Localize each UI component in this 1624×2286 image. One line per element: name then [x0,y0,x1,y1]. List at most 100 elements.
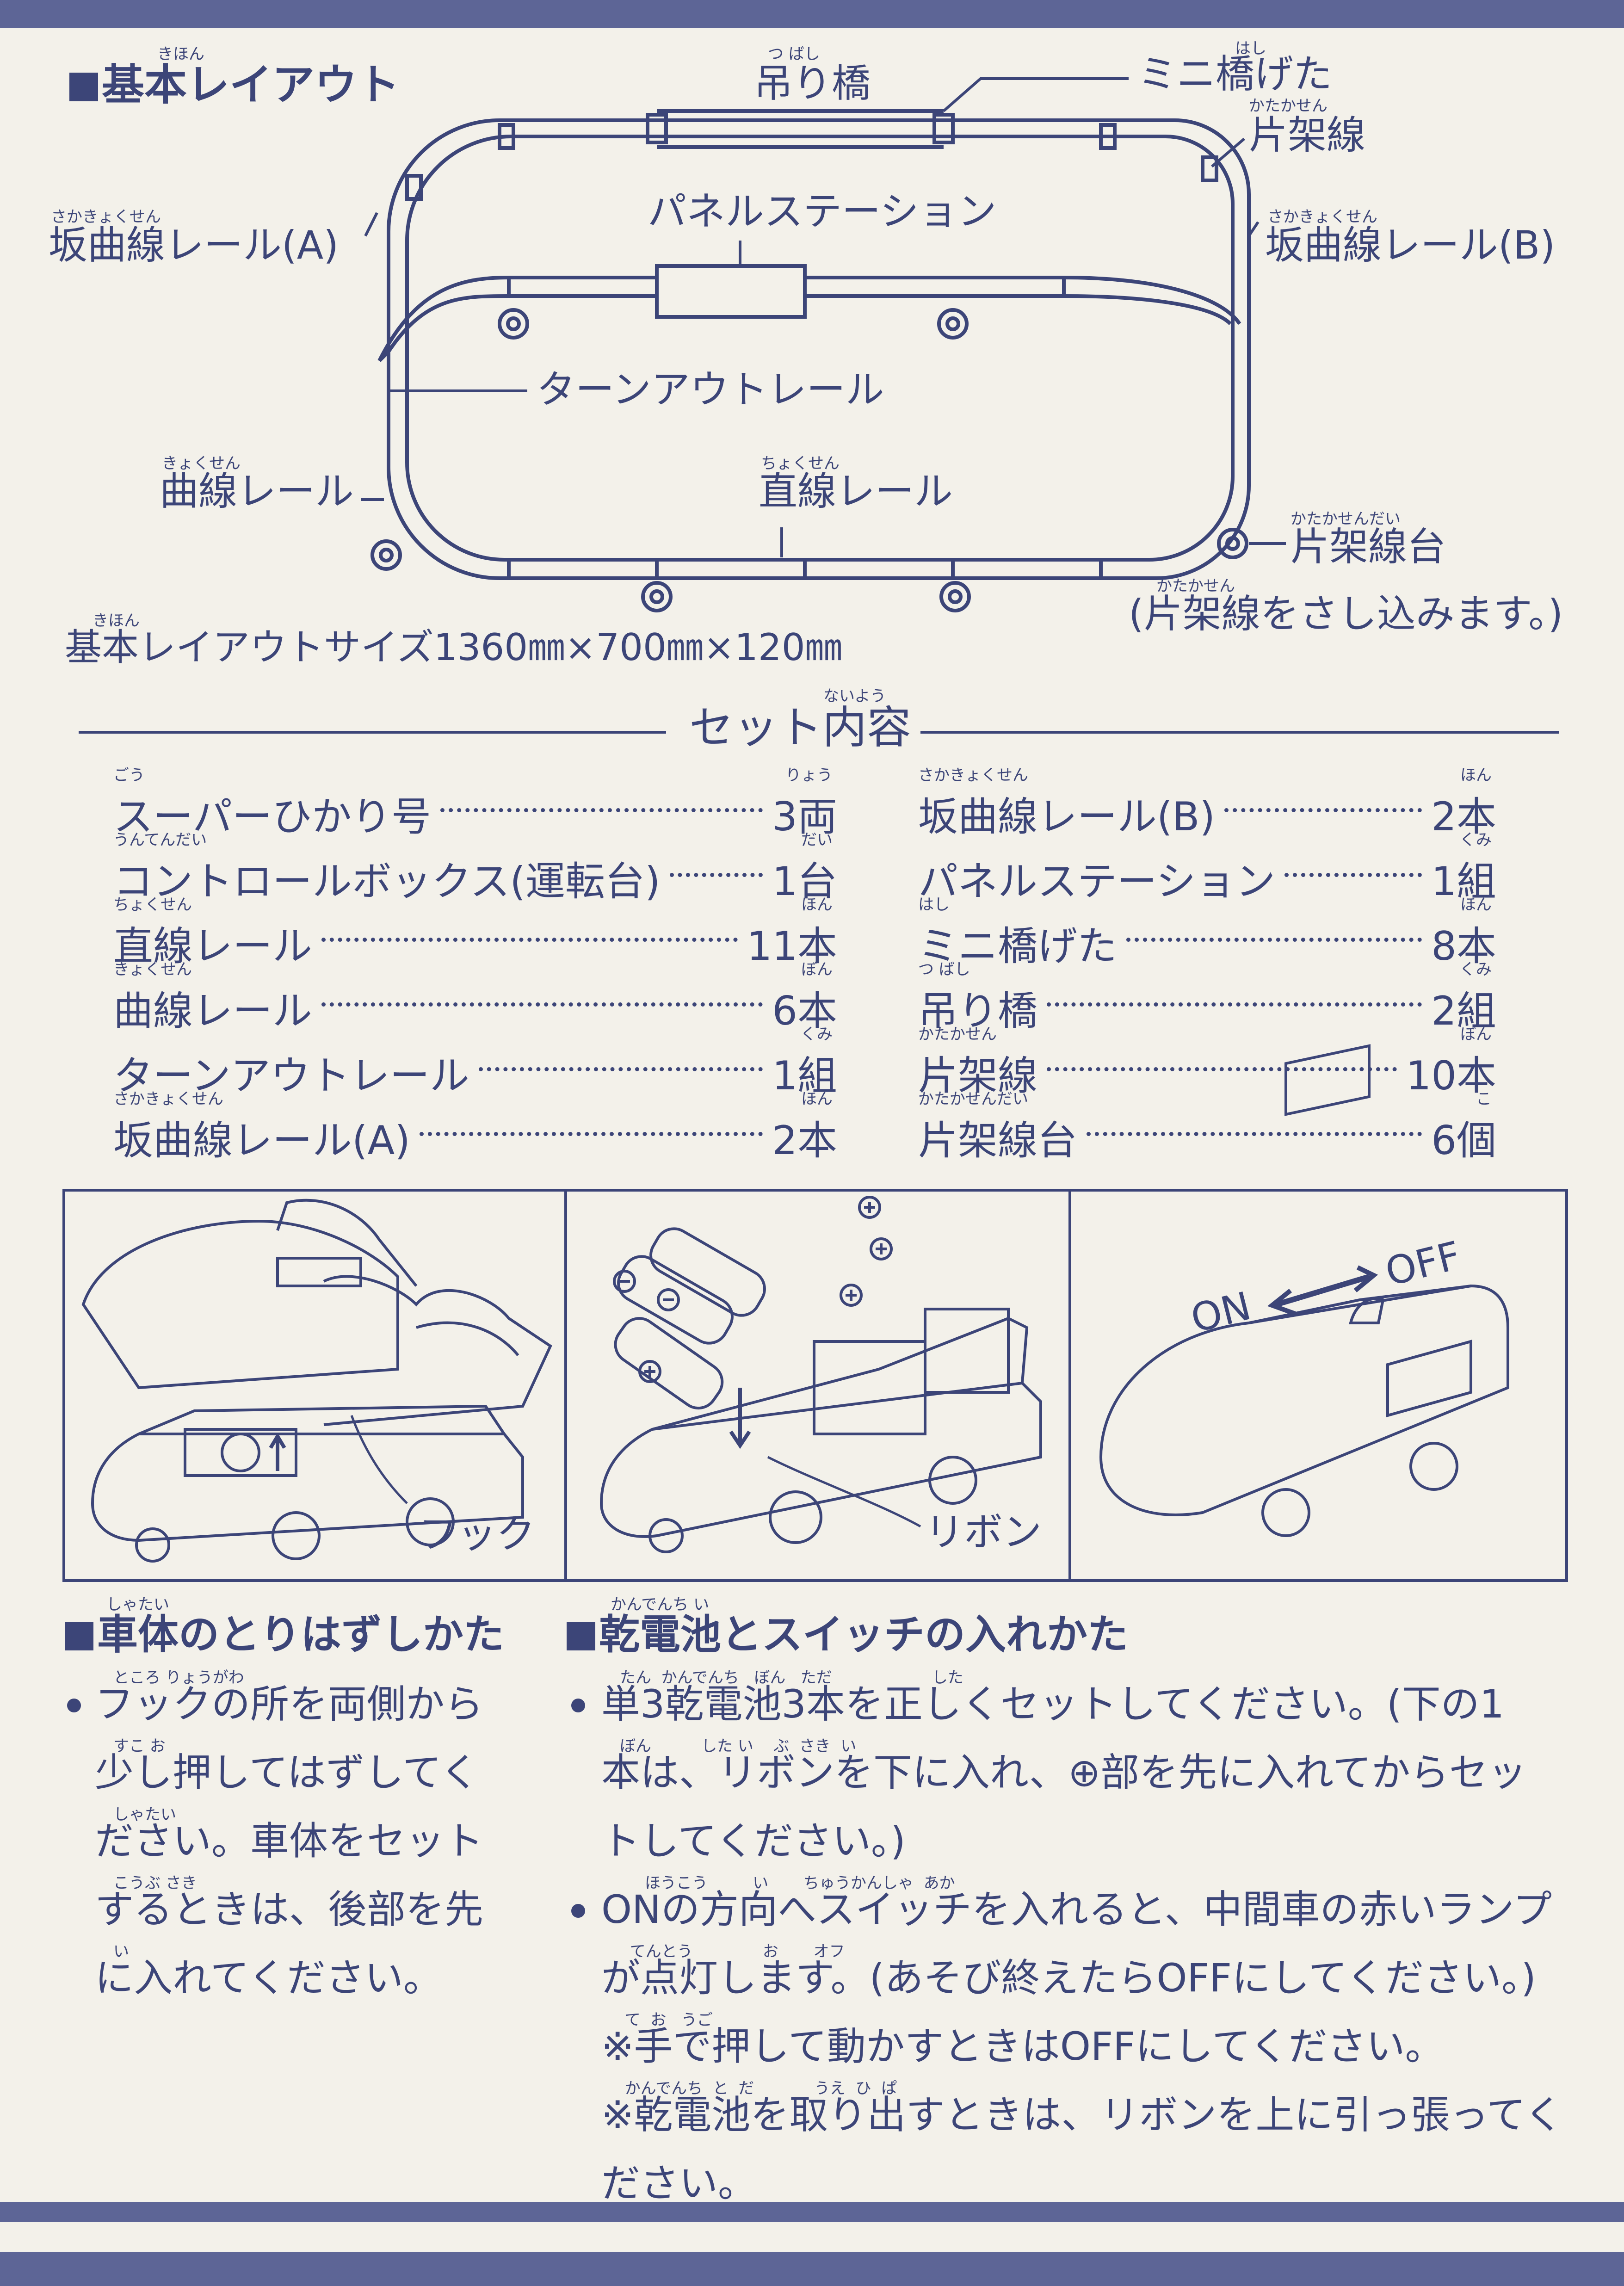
leader-dots [1224,808,1422,812]
illustrations [81,1044,1509,1563]
label-katakasen-note-ruby: かたかせん [1156,577,1235,595]
contents-heading-ruby: ないよう [823,687,886,705]
contents-item-qty: 6個 [1431,1118,1496,1164]
body-removal-illustration [81,1199,552,1563]
contents-item-name: スーパーひかり号 [113,794,432,840]
label-mini-hashigeta: ミニ橋げた [1138,51,1333,97]
panel-divider-2 [1068,1189,1071,1582]
label-hook: フック [419,1512,536,1557]
battery-section-title: 乾電池とスイッチの入れかた [567,1614,1128,1655]
contents-item-name: 坂曲線レール(B) [918,794,1216,840]
instruction-ruby: こうぶ さき [113,1874,197,1892]
contents-item-ruby: うんてんだい [113,831,207,849]
contents-item-ruby: かたかせんだい [918,1090,1028,1108]
instruction-line: するときは、後部を先 [95,1887,484,1932]
battery-bullet-icon-1 [571,1699,585,1712]
label-suribashi-ruby: つ ばし [768,45,820,63]
instruction-ruby: ぼん した い ぶ さき い [620,1737,857,1755]
label-katakasen-ruby: かたかせん [1249,97,1328,115]
contents-item-qty-ruby: くみ [1459,831,1492,849]
label-suribashi: 吊り橋 [754,61,871,106]
label-mini-hashigeta-ruby: はし [1235,39,1266,58]
leader-dots [670,873,763,877]
instruction-ruby: かんでんち と だ うえ ひ ぱ [620,2079,897,2098]
contents-divider-left [79,731,666,734]
contents-item-name: 坂曲線レール(A) [113,1118,410,1164]
square-bullet-icon [65,1622,93,1650]
label-kyokusen-ruby: きょくせん [162,454,241,473]
instruction-ruby: ところ りょうがわ [113,1668,244,1687]
battery-illustration [599,1196,1042,1553]
instruction-line: 少し押してはずしてく [95,1750,479,1795]
contents-item-name: 吊り橋 [918,988,1037,1034]
instruction-line: ONの方向へスイッチを入れると、中間車の赤いランプ [601,1887,1552,1932]
contents-item-qty: 2本 [1431,794,1496,840]
instruction-line: ※乾電池を取り出すときは、リボンを上に引っ張ってく [601,2092,1563,2138]
instruction-ruby: い [113,1942,129,1961]
switch-illustration [1099,1044,1509,1537]
contents-item-qty: 6本 [772,988,837,1034]
battery-bullet-icon-2 [571,1904,585,1918]
panel-divider-1 [564,1189,567,1582]
illustration-panel-frame [62,1189,1568,1582]
body-bullet-icon [67,1699,81,1712]
leader-dots [1087,1132,1422,1136]
instruction-line: ※手で押して動かすときはOFFにしてください。 [601,2024,1444,2069]
contents-item-name: 直線レール [113,923,312,970]
contents-item-qty-ruby: だい [801,831,833,849]
contents-item-qty-ruby: ぼん [801,960,833,979]
label-chokusen-ruby: ちょくせん [761,454,840,473]
contents-item-qty-ruby: ぼん [1460,1025,1492,1044]
contents-item-ruby: ごう [113,766,145,785]
instruction-ruby: ほうこう い ちゅうかんしゃ あか [620,1874,955,1892]
contents-item-qty-ruby: ほん [1460,896,1492,914]
body-section-title-ruby: しゃたい [106,1595,169,1614]
label-katakasendai-ruby: かたかせんだい [1291,510,1401,528]
battery-instructions: たん かんでんち ぼん ただ した単3乾電池3本を正しくセットしてください。(下… [601,1670,1563,2218]
leader-dots [321,1002,763,1007]
instruction-ruby: たん かんでんち ぼん ただ した [620,1668,963,1687]
contents-item-qty-ruby: ほん [801,896,833,914]
instruction-line: トしてください。) [601,1818,906,1864]
contents-item-ruby: さかきょくせん [113,1090,223,1108]
layout-diagram [361,77,1286,612]
label-kyokusen: 曲線レール [160,469,354,514]
contents-item-qty: 1組 [772,1053,837,1099]
contents-item-name: パネルステーション [918,859,1276,905]
contents-item-qty-ruby: ほん [1460,766,1492,785]
contents-item-qty-ruby: くみ [1459,960,1492,979]
label-turnout: ターンアウトレール [537,367,884,412]
label-sakakyokusen-a: 坂曲線レール(A) [49,222,339,268]
body-section-title: 車体のとりはずしかた [65,1614,504,1655]
contents-item-qty: 1組 [1431,859,1496,905]
leader-dots [321,938,738,942]
leader-dots [1126,938,1422,942]
contents-item-qty: 2組 [1431,988,1496,1034]
square-bullet-icon [69,73,98,101]
leader-dots [1047,1002,1422,1007]
label-sakakyokusen-b: 坂曲線レール(B) [1265,222,1556,268]
contents-item-ruby: はし [918,896,950,914]
contents-item-name: 曲線レール [113,988,312,1034]
instruction-line: ださい。 [601,2161,757,2206]
layout-title: 基本レイアウト [69,64,400,106]
contents-item-ruby: ちょくせん [113,896,192,914]
label-katakasendai: 片架線台 [1291,524,1446,569]
contents-row: 坂曲線レール(B) さかきょくせん 2本 ほん [918,767,1496,840]
contents-item-ruby: さかきょくせん [918,766,1028,785]
instruction-line: ださい。車体をセット [95,1818,484,1864]
instruction-line: フックの所を両側から [95,1681,484,1727]
instruction-ruby: て お うご [620,2011,713,2029]
top-border-band [0,0,1624,28]
bottom-border-band-2 [0,2252,1624,2286]
contents-item-ruby: かたかせん [918,1025,997,1044]
label-katakasen: 片架線 [1249,112,1366,158]
contents-item-name: ターンアウトレール [113,1053,469,1099]
label-sakakyokusen-a-ruby: さかきょくせん [51,208,161,226]
body-instructions: ところ りょうがわフックの所を両側からすこ お少し押してはずしてくしゃたいださい… [95,1670,483,2012]
